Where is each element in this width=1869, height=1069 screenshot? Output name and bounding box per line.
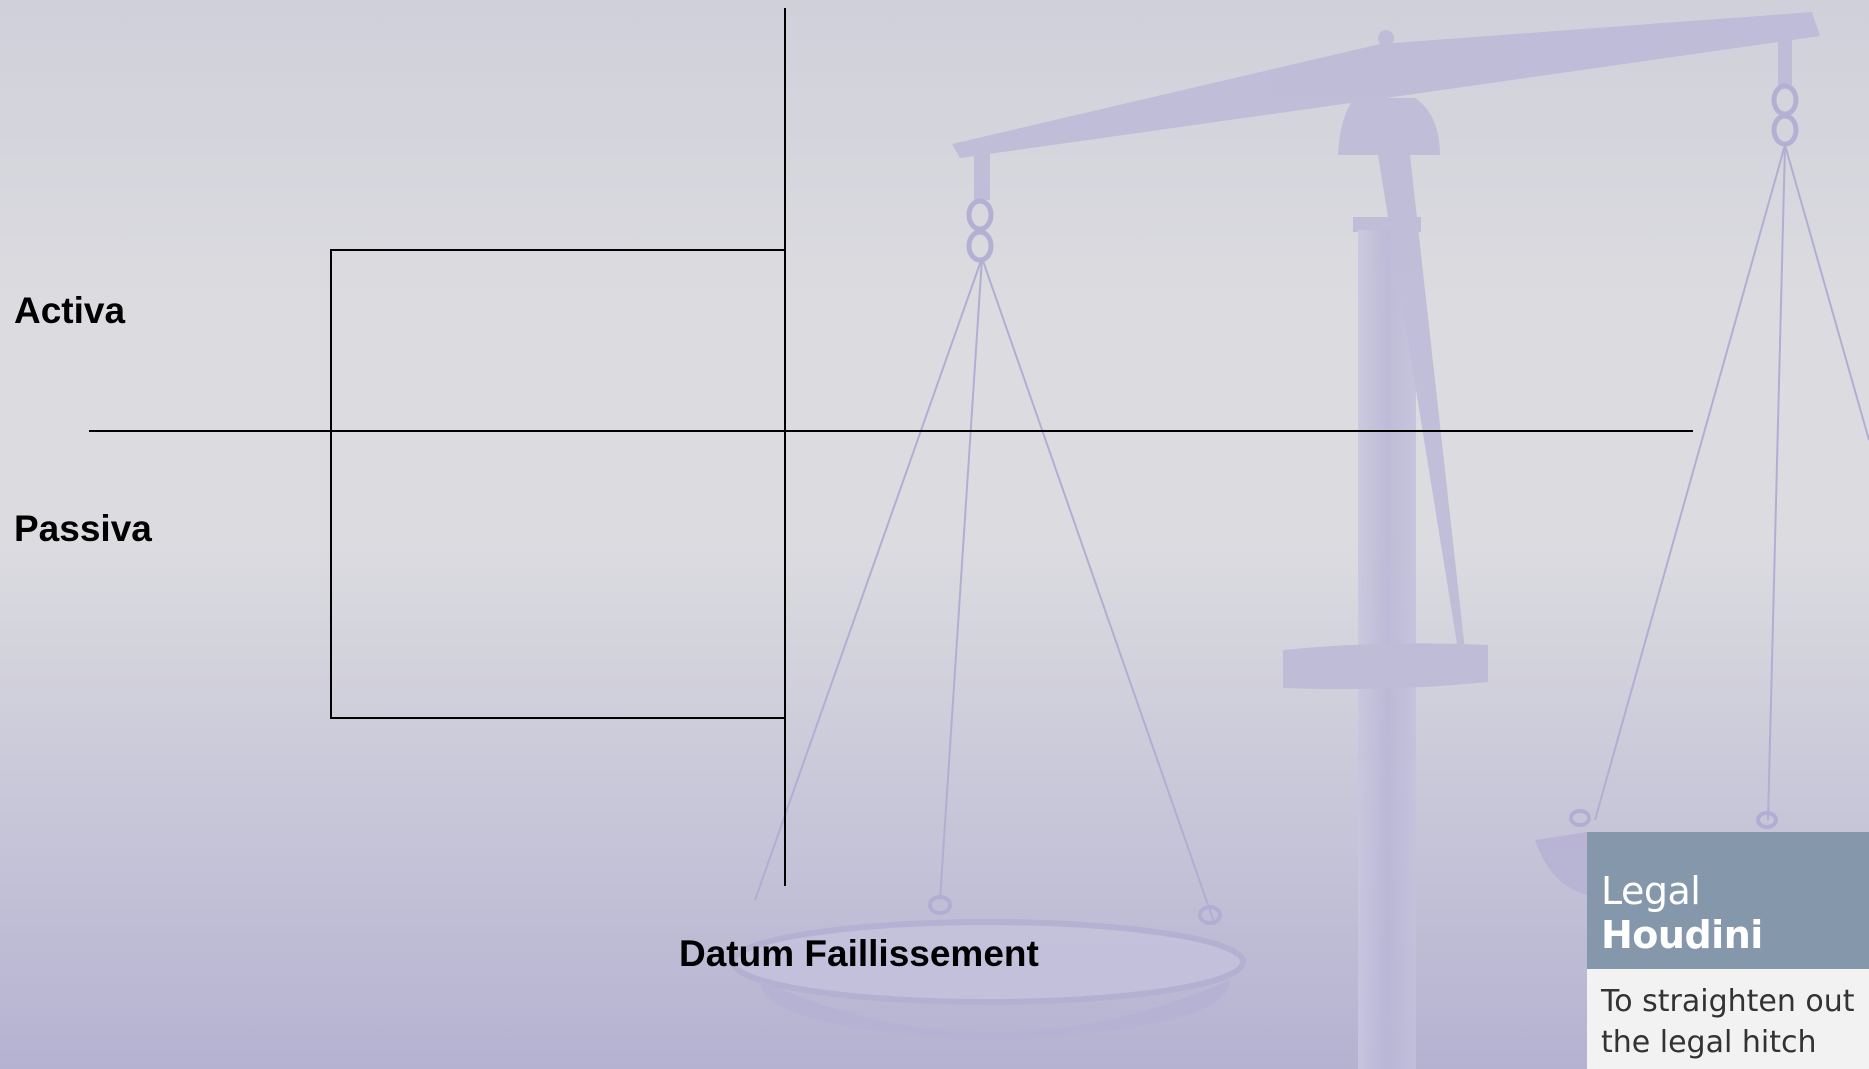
- activa-label: Activa: [14, 290, 126, 331]
- brand-name-bold: Houdini: [1601, 913, 1763, 957]
- datum-faillissement-label: Datum Faillissement: [679, 933, 1039, 974]
- brand-tagline-box: To straighten out the legal hitch: [1587, 969, 1869, 1069]
- brand-name: Legal Houdini: [1601, 869, 1869, 957]
- brand-name-light: Legal: [1601, 869, 1701, 913]
- brand-header: Legal Houdini: [1587, 832, 1869, 969]
- passiva-label: Passiva: [14, 508, 152, 549]
- brand-tagline: To straighten out the legal hitch: [1601, 984, 1855, 1060]
- brand-box: Legal Houdini To straighten out the lega…: [1587, 832, 1869, 1069]
- bracket-box: [330, 249, 785, 719]
